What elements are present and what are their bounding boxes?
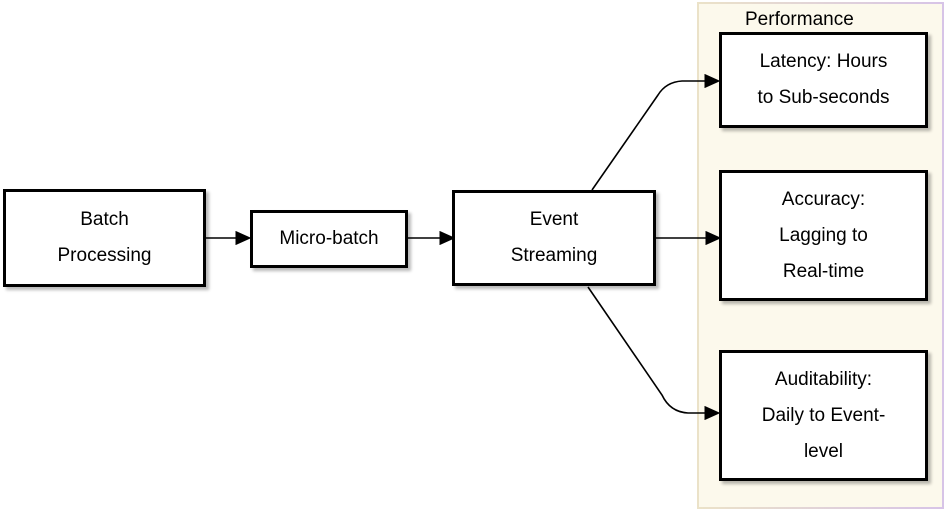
node-event-streaming: Event Streaming — [452, 190, 656, 286]
node-accuracy: Accuracy: Lagging to Real-time — [719, 170, 928, 301]
node-micro-batch: Micro-batch — [250, 210, 408, 268]
arrow-eventstreaming-to-latency — [591, 73, 721, 191]
node-latency: Latency: Hours to Sub-seconds — [719, 32, 928, 128]
node-auditability: Auditability: Daily to Event- level — [719, 350, 928, 481]
performance-panel-title: Performance — [745, 9, 854, 30]
node-batch-processing: Batch Processing — [3, 189, 206, 287]
arrow-eventstreaming-to-auditability — [587, 286, 721, 421]
